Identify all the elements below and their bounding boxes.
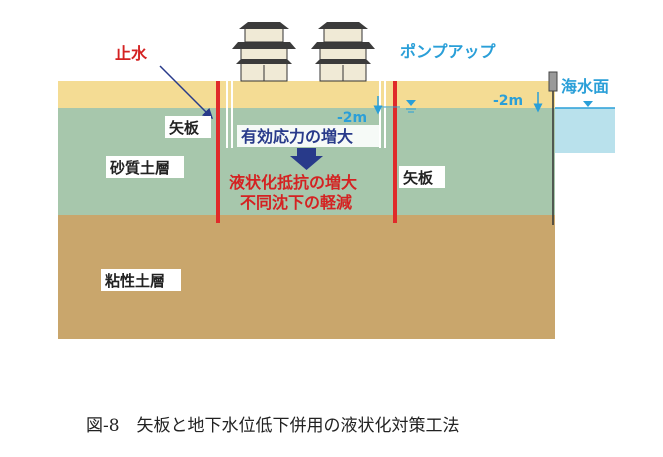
- depth-outer-label: -2m: [493, 93, 523, 109]
- depth-inner-label: -2m: [337, 110, 367, 126]
- sheet-pile-left: [216, 81, 220, 223]
- house-right: [311, 22, 375, 82]
- sheet-pile-left-label-bg: [165, 116, 211, 138]
- sea-level-mark: [583, 101, 593, 107]
- top-soil-layer: [58, 81, 555, 108]
- cutoff-leader-arrow: [159, 65, 214, 120]
- down-arrow: [290, 148, 323, 170]
- sandy-layer-label-bg: [106, 156, 184, 178]
- effective-stress-label: 有効応力の増大: [241, 127, 353, 146]
- house-left: [232, 22, 296, 82]
- seawall-cap: [548, 71, 558, 92]
- liquefaction-resistance-label: 液状化抵抗の増大: [229, 173, 357, 192]
- sheet-pile-right-label-bg: [399, 166, 445, 188]
- water-level-mark-inner: [406, 100, 416, 113]
- sea-level-label: 海水面: [561, 77, 609, 96]
- cutoff-label: 止水: [115, 44, 148, 63]
- sandy-layer-label: 砂質土層: [110, 159, 170, 177]
- effective-stress-label-bg: [237, 125, 381, 147]
- sheet-pile-left-label: 矢板: [169, 119, 200, 137]
- sea-water: [555, 108, 615, 153]
- drain-well-left: [216, 65, 241, 148]
- sheet-pile-right-label: 矢板: [403, 169, 434, 187]
- settlement-reduction-label: 不同沈下の軽減: [240, 193, 352, 212]
- sheet-pile-right: [393, 81, 397, 223]
- clay-layer-label-bg: [101, 269, 181, 291]
- clay-layer-label: 粘性土層: [105, 272, 165, 290]
- pump-up-label: ポンプアップ: [400, 42, 497, 61]
- figure-caption: 図-8 矢板と地下水位低下併用の液状化対策工法: [86, 416, 460, 436]
